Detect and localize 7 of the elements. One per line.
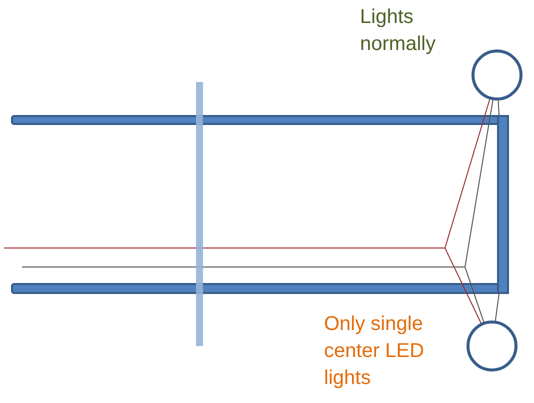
led-caption: Only single center LED lights	[324, 312, 426, 391]
wire	[494, 294, 500, 323]
wire	[498, 98, 500, 116]
led-caption: Lights normally	[360, 5, 437, 57]
led-circle	[471, 49, 523, 101]
frame-end-bar	[497, 115, 509, 294]
led-circle	[466, 320, 518, 372]
